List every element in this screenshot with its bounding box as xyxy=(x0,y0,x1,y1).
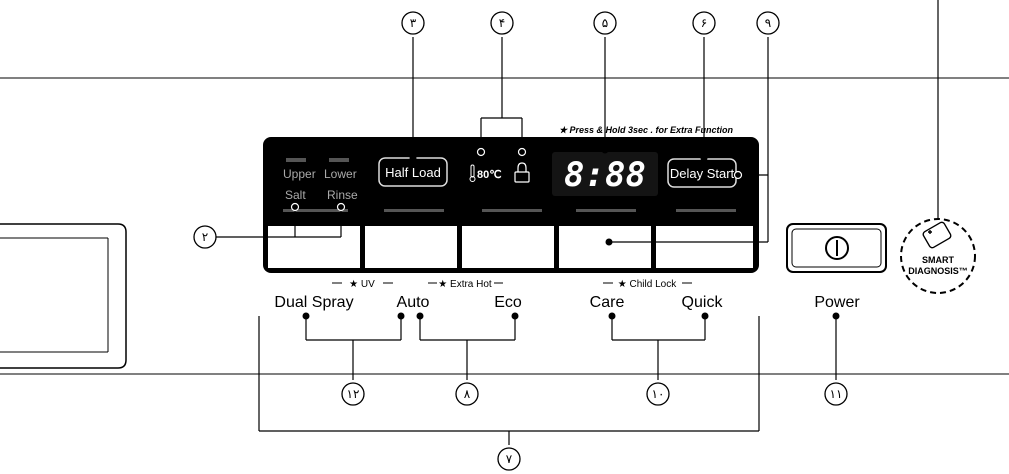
lower-led xyxy=(329,158,349,162)
thermometer-icon xyxy=(469,164,476,182)
extra-hot-label-group: ★ Extra Hot xyxy=(428,279,503,290)
callout-8: ٨ xyxy=(464,387,471,401)
uv-label: ★ UV xyxy=(349,279,375,290)
program-button-care[interactable] xyxy=(559,226,651,268)
panel-divider xyxy=(384,209,444,212)
program-button-eco[interactable] xyxy=(462,226,554,268)
callout-12: ١٢ xyxy=(347,387,360,401)
child-lock-label-group: ★ Child Lock xyxy=(603,279,692,290)
lock-icon xyxy=(514,162,530,183)
uv-label-group: ★ UV xyxy=(332,279,393,290)
callout-11: ١١ xyxy=(830,387,843,401)
upper-label: Upper xyxy=(283,167,316,181)
salt-label: Salt xyxy=(285,188,306,202)
smart-diagnosis-badge: SMART DIAGNOSIS™ xyxy=(900,218,976,294)
eco-label: Eco xyxy=(494,294,522,311)
temp-label: 80℃ xyxy=(477,169,502,181)
care-label: Care xyxy=(590,294,625,311)
callout-4: ۴ xyxy=(499,16,505,30)
panel-divider xyxy=(576,209,636,212)
leader-dots xyxy=(302,146,840,320)
digital-display xyxy=(552,152,658,196)
callout-10: ١٠ xyxy=(652,387,665,401)
quick-label: Quick xyxy=(682,294,724,311)
press-hold-note: ★ Press & Hold 3sec . for Extra Function xyxy=(559,125,734,135)
program-button-auto[interactable] xyxy=(365,226,457,268)
callout-numbers: ٣ ۴ ۵ ۶ ٩ ٢ ١٢ ٨ ١٠ ١١ ٧ xyxy=(202,16,843,466)
extra-hot-label: ★ Extra Hot xyxy=(438,279,492,290)
lower-label: Lower xyxy=(324,167,357,181)
child-lock-label: ★ Child Lock xyxy=(618,279,677,290)
power-label: Power xyxy=(814,294,860,311)
power-button[interactable] xyxy=(786,223,887,273)
door-handle xyxy=(0,223,127,369)
smart-label: SMART xyxy=(922,255,954,265)
panel-divider xyxy=(283,209,348,212)
half-load-label: Half Load xyxy=(385,165,441,180)
callout-5: ۵ xyxy=(602,16,608,30)
callout-9: ٩ xyxy=(765,16,771,30)
program-button-dual-spray[interactable] xyxy=(268,226,360,268)
leader-lines xyxy=(216,37,837,445)
auto-label: Auto xyxy=(397,294,430,311)
rinse-label: Rinse xyxy=(327,188,358,202)
diagnosis-label: DIAGNOSIS™ xyxy=(908,266,968,276)
delay-start-label: Delay Start xyxy=(670,166,735,181)
panel-divider xyxy=(676,209,736,212)
callout-3: ٣ xyxy=(410,16,417,30)
callout-6: ۶ xyxy=(701,16,707,30)
indicator-rings xyxy=(290,147,743,212)
callout-circles xyxy=(193,11,848,471)
program-button-quick[interactable] xyxy=(656,226,753,268)
display-time: 8:88 xyxy=(564,155,646,195)
panel-divider xyxy=(482,209,542,212)
upper-led xyxy=(286,158,306,162)
dual-spray-label: Dual Spray xyxy=(274,294,353,311)
callout-7: ٧ xyxy=(506,452,513,466)
callout-2: ٢ xyxy=(202,230,208,244)
phone-icon xyxy=(922,221,952,249)
